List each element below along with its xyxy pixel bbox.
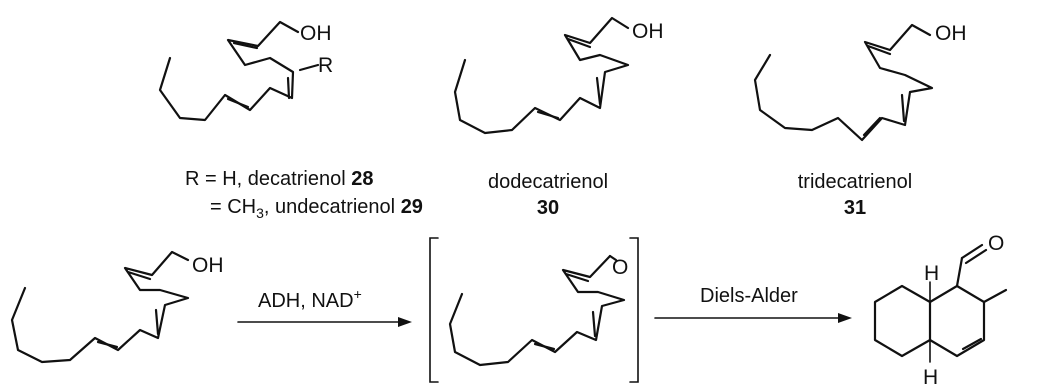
oxygen-label: O xyxy=(988,232,1004,255)
hydroxyl-label: OH xyxy=(632,20,664,43)
hydroxyl-label: OH xyxy=(192,254,224,277)
compound-number-31: 31 xyxy=(844,197,866,219)
hydroxyl-label: OH xyxy=(935,22,967,45)
compound-number-30: 30 xyxy=(537,197,559,219)
arrow-oxidation: ADH, NAD+ xyxy=(237,286,412,327)
caption-undecatrienol: = CH3, undecatrienol 29 xyxy=(210,196,423,221)
caption-tridecatrienol: tridecatrienol xyxy=(798,171,913,193)
structure-aldehyde-intermediate: O xyxy=(429,237,639,383)
compound-number-29: 29 xyxy=(401,196,423,218)
caption-dodecatrienol: dodecatrienol xyxy=(488,171,608,193)
structure-dodecatrienol: OH xyxy=(453,16,664,135)
arrow-diels-alder: Diels-Alder xyxy=(654,285,852,323)
structure-decatrienol-undecatrienol: OH R xyxy=(158,20,333,122)
structure-tridecatrienol: OH xyxy=(753,22,967,142)
arrow-oxidation-label: ADH, NAD+ xyxy=(258,286,362,312)
compound-number-28: 28 xyxy=(351,168,373,190)
hydroxyl-label: OH xyxy=(300,22,332,45)
oxygen-label: O xyxy=(612,256,628,279)
structure-bicyclic-product: H H O xyxy=(873,232,1008,389)
structure-dodecatrienol-substrate: OH xyxy=(10,250,224,364)
arrow-diels-alder-label: Diels-Alder xyxy=(700,285,798,307)
caption-decatrienol: R = H, decatrienol 28 xyxy=(185,168,373,190)
hydrogen-label-top: H xyxy=(924,262,939,285)
hydrogen-label-bottom: H xyxy=(923,366,938,389)
r-group-label: R xyxy=(318,54,333,77)
